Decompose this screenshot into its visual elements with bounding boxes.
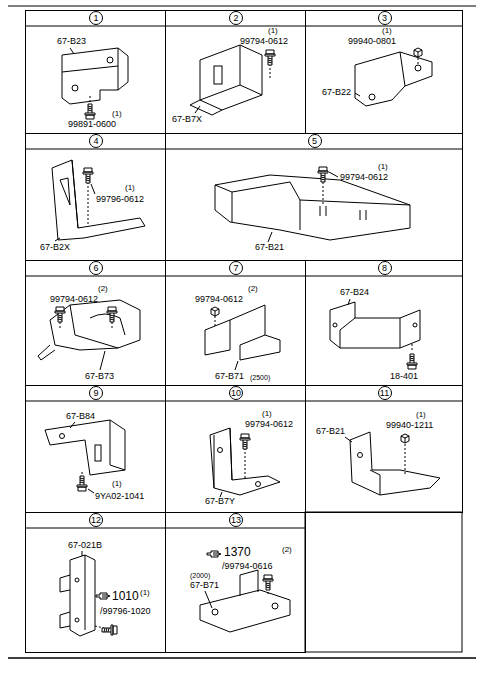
grid-cell: 7 (2) 99794-0612 67-B71 (2500) [165,260,306,386]
quantity-label: (1) [382,27,392,35]
callout-number: 4 [89,134,103,148]
part-number: 67-B71 [215,372,244,381]
bracket-2 [190,45,275,115]
quantity-label: (1) [268,27,278,35]
bracket-8 [330,299,420,369]
part-number: 67-B24 [340,288,369,297]
header-strips [25,26,462,528]
part-number: 67-B21 [255,243,284,252]
part-number: 67-B84 [66,412,95,421]
quantity-label: (1) [378,163,388,171]
bracket-1 [62,48,128,119]
bracket-9 [45,420,125,493]
bracket-5 [215,167,410,242]
callout-number: 10 [229,386,243,400]
quantity-label: (2500) [250,374,270,381]
quantity-label: (2) [248,285,258,293]
grid-cell: 12 67-021B 1010(1) /99796-1020 [25,512,166,653]
bracket-12 [60,551,117,636]
fastener-number: 99794-0612 [50,295,98,304]
bracket-4 [52,160,145,241]
grid-cell: 10 (1) 99794-0612 67-B7Y [165,385,306,513]
callout-number: 5 [308,134,322,148]
bracket-3 [355,48,432,106]
part-number: 67-B73 [85,372,114,381]
quantity-label: (2) [282,546,292,554]
quantity-label: (2000) [190,572,210,579]
callout-number: 11 [378,386,392,400]
grid-cell: 9 67-B84 (1) 9YA02-1041 [25,385,166,513]
callout-number: 8 [378,261,392,275]
quantity-label: (1) [112,110,122,118]
fastener-number: 99891-0600 [68,120,116,129]
grid-cell: 11 67-B21 (1) 99940-1211 [305,385,463,513]
callout-number: 1 [89,11,103,25]
callout-number: 12 [89,513,103,527]
bracket-11 [345,432,440,495]
reference-number: 1010 [112,590,139,602]
grid-cell: 2 (1) 99794-0612 67-B7X [165,10,306,134]
fastener-number: 99794-0612 [195,295,243,304]
fastener-number: 99796-0612 [96,195,144,204]
part-number: 67-B7Y [205,497,235,506]
bracket-7 [205,305,280,370]
bracket-10 [210,428,280,497]
fastener-number: 99794-0612 [245,420,293,429]
fastener-number: 99940-0801 [348,37,396,46]
empty-cell [305,512,462,652]
quantity-label: (1) [262,410,272,418]
part-number: 67-B21 [316,427,345,436]
quantity-label: (1) [416,411,426,419]
grid-cell: 6 (2)99794-0612 67-B73 [25,260,166,386]
callout-number: 2 [229,11,243,25]
fastener-number: 99794-0612 [340,173,388,182]
frame-rule [8,657,476,659]
bracket-6 [38,300,140,370]
bracket-13 [200,551,290,632]
fastener-number: /99796-1020 [100,607,151,616]
reference-number: 1370 [224,546,251,558]
grid-cell: 1 67-B23 (1) 99891-0600 [25,10,166,134]
quantity-label: (1) [112,480,122,488]
part-number: 67-B71 [190,581,219,590]
fastener-number: /99794-0616 [222,562,273,571]
grid-cell: 13 1370 (2) /99794-0616 (2000) 67-B71 [165,512,306,653]
fastener-number: 9YA02-1041 [95,492,144,501]
quantity-label: (1) [140,589,150,597]
part-number: 67-B2X [40,243,70,252]
part-number: 67-B7X [172,115,202,124]
frame-rule [8,6,476,7]
grid-cell: 8 67-B24 18-401 [305,260,463,386]
fastener-number: 99940-1211 [386,421,433,430]
fastener-number: 99794-0612 [240,37,288,46]
callout-number: 3 [378,11,392,25]
quantity-label: (1) [125,184,135,192]
part-number: 67-B22 [322,88,351,97]
part-number: 67-021B [68,541,102,550]
callout-number: 6 [89,261,103,275]
part-number: 67-B23 [57,37,86,46]
callout-number: 13 [229,513,243,527]
grid-cell: 5 (1) 99794-0612 67-B21 [165,133,463,261]
fastener-number: 18-401 [390,372,418,381]
callout-number: 7 [229,261,243,275]
grid-cell: 3 (1) 99940-0801 67-B22 [305,10,463,134]
grid-cell: 4 (1) 99796-0612 67-B2X [25,133,166,261]
callout-number: 9 [89,386,103,400]
quantity-label: (2) [98,285,108,293]
